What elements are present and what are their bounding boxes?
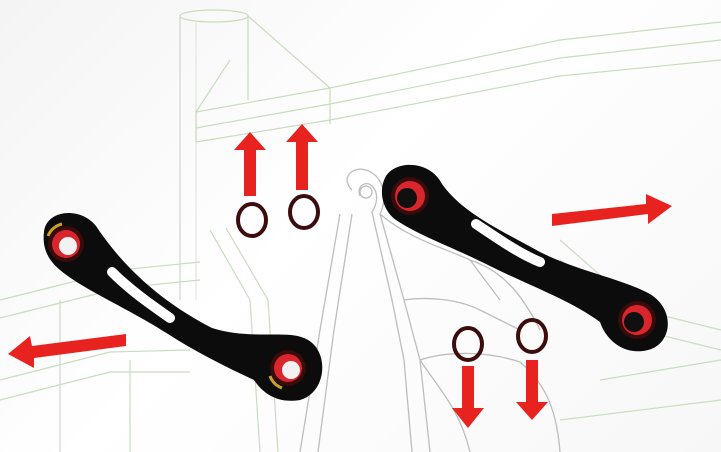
arrow-down-icon (452, 366, 484, 428)
washer-ring-icon (238, 204, 266, 236)
arrow-up-icon (286, 124, 318, 190)
bearing-icon (391, 177, 429, 215)
bike-frame-outline-icon (0, 10, 721, 452)
washer-ring-icon (290, 196, 318, 228)
bearing-icon (618, 301, 656, 339)
arrow-right-icon (552, 194, 672, 226)
washer-ring-icon (454, 328, 482, 360)
rocker-link-left (44, 213, 323, 401)
arrow-up-icon (234, 132, 266, 196)
washer-ring-icon (518, 320, 546, 352)
